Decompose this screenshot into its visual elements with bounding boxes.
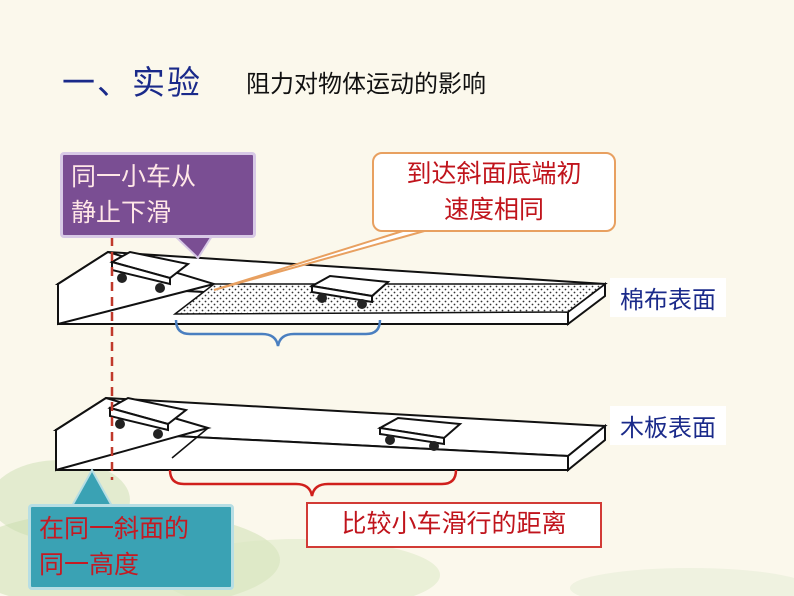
experiment-title: 阻力对物体运动的影响 [246, 70, 486, 98]
callout-line-1: 在同一斜面的 [39, 514, 190, 543]
cloth-texture [172, 283, 608, 315]
callout-line-2: 速度相同 [443, 195, 544, 224]
cloth-apparatus [54, 250, 608, 327]
label-wood-surface: 木板表面 [610, 406, 726, 445]
callout-same-height: 在同一斜面的 同一高度 [28, 504, 234, 590]
section-title: 一、实验 [62, 63, 202, 102]
callout-same-speed: 到达斜面底端初 速度相同 [372, 152, 616, 232]
brace-red [168, 469, 458, 497]
cart-top-cloth [309, 274, 391, 309]
callout-line-1: 同一小车从 [71, 162, 197, 191]
brace-blue [174, 319, 382, 347]
cart-bottom-ramp [107, 396, 189, 439]
callout-line-1: 到达斜面底端初 [406, 159, 582, 188]
label-cloth-surface: 棉布表面 [610, 278, 726, 317]
pointer-purple [172, 235, 214, 260]
callout-line-2: 同一高度 [39, 550, 140, 579]
cart-bottom-wood [376, 416, 463, 451]
wood-apparatus [52, 396, 608, 473]
callout-line-2: 静止下滑 [71, 198, 172, 227]
callout-same-cart: 同一小车从 静止下滑 [60, 152, 256, 238]
callout-compare-distance: 比较小车滑行的距离 [306, 502, 602, 548]
